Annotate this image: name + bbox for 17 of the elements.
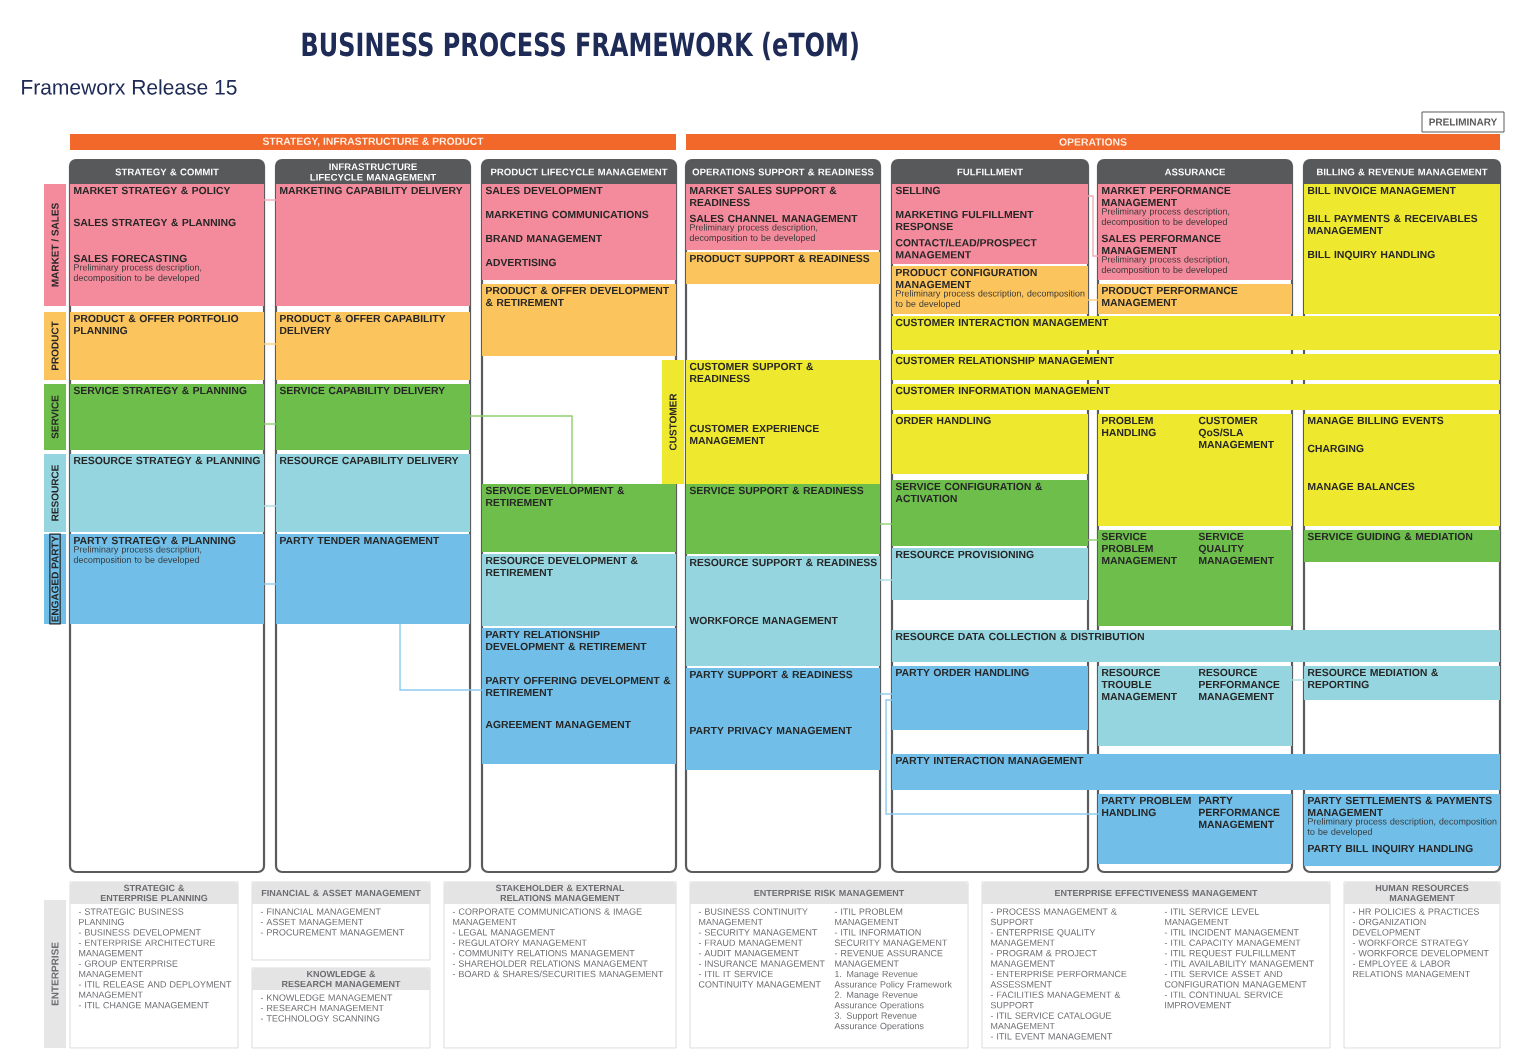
subtitle: Frameworx Release 15 [22, 79, 237, 95]
connector-line [1087, 195, 1099, 257]
connector-line [263, 343, 277, 345]
connector-line [469, 415, 573, 485]
connector-line [263, 583, 277, 585]
connector-line [263, 199, 277, 201]
connector-line [885, 699, 1099, 815]
connector-line [263, 505, 277, 507]
connector-line [263, 423, 277, 425]
connector-line [879, 693, 893, 695]
page-title: BUSINESS PROCESS FRAMEWORK (eTOM) [302, 31, 858, 61]
connector-line [879, 579, 893, 581]
connector-line [1087, 539, 1099, 541]
connector-line [399, 623, 483, 691]
connector-line [1087, 299, 1099, 301]
connector-line [1291, 679, 1305, 681]
connector-line [879, 523, 893, 525]
